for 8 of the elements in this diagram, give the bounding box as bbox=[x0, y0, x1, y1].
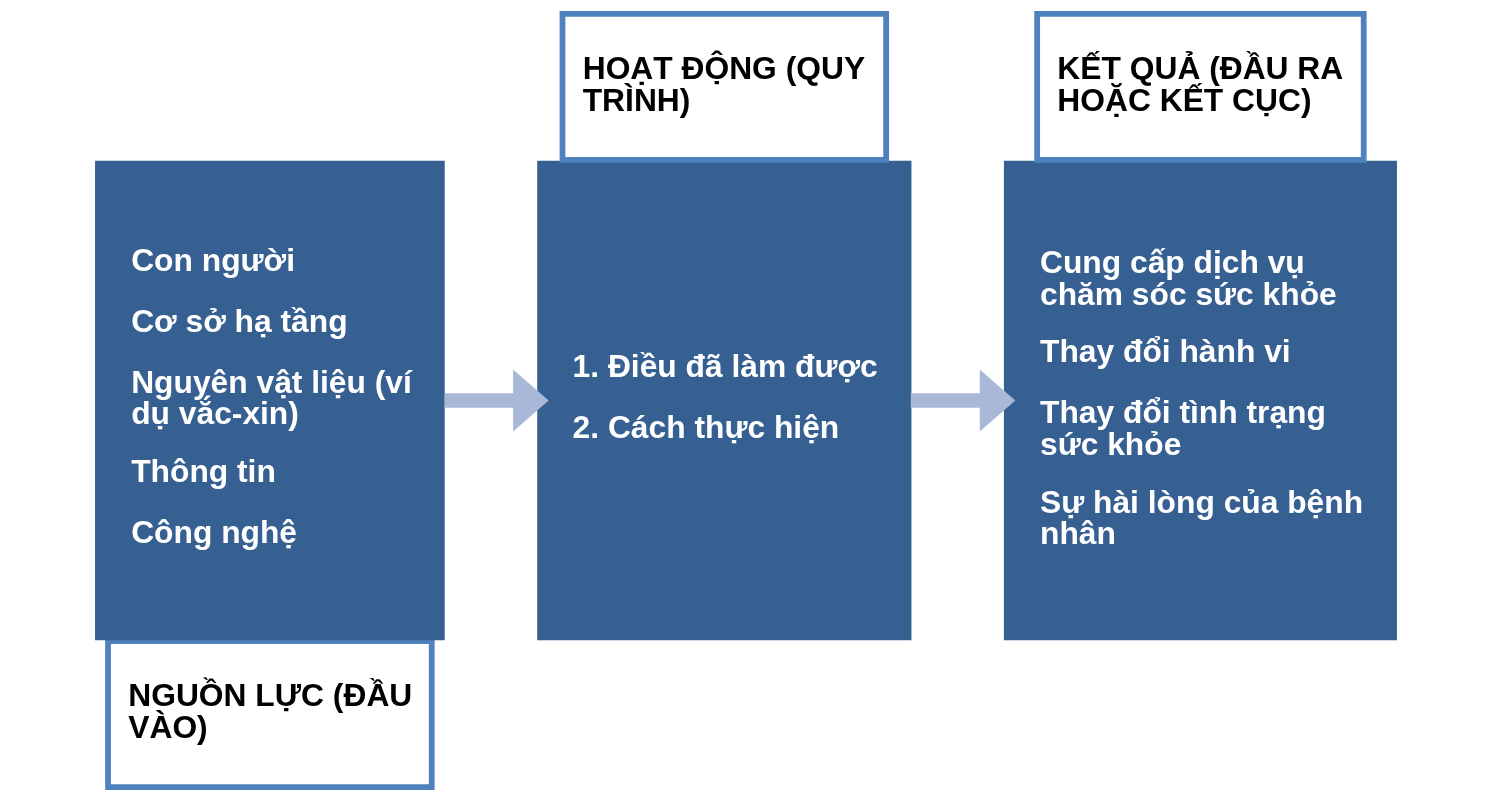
node-box: Cung cấp dịch vụ chăm sóc sức khỏe Thay đổi hành vi Thay đổi tình trạng sức khỏe Sự hài lòng của bệnh nhân bbox=[1003, 160, 1397, 641]
node-box: NGUỒN LỰC (ĐẦU VÀO) bbox=[104, 638, 435, 790]
node-box: 1. Điều đã làm được 2. Cách thực hiện bbox=[536, 160, 911, 641]
node-box: HOẠT ĐỘNG (QUY TRÌNH) bbox=[559, 11, 889, 163]
arrow bbox=[910, 369, 1015, 432]
arrow bbox=[444, 369, 549, 432]
node-box: KẾT QUẢ (ĐẦU RA HOẶC KẾT CỤC) bbox=[1033, 11, 1367, 163]
node-box: Con người Cơ sở hạ tầng Nguyên vật liệu (ví dụ vắc-xin) Thông tin Công nghệ bbox=[94, 160, 445, 641]
